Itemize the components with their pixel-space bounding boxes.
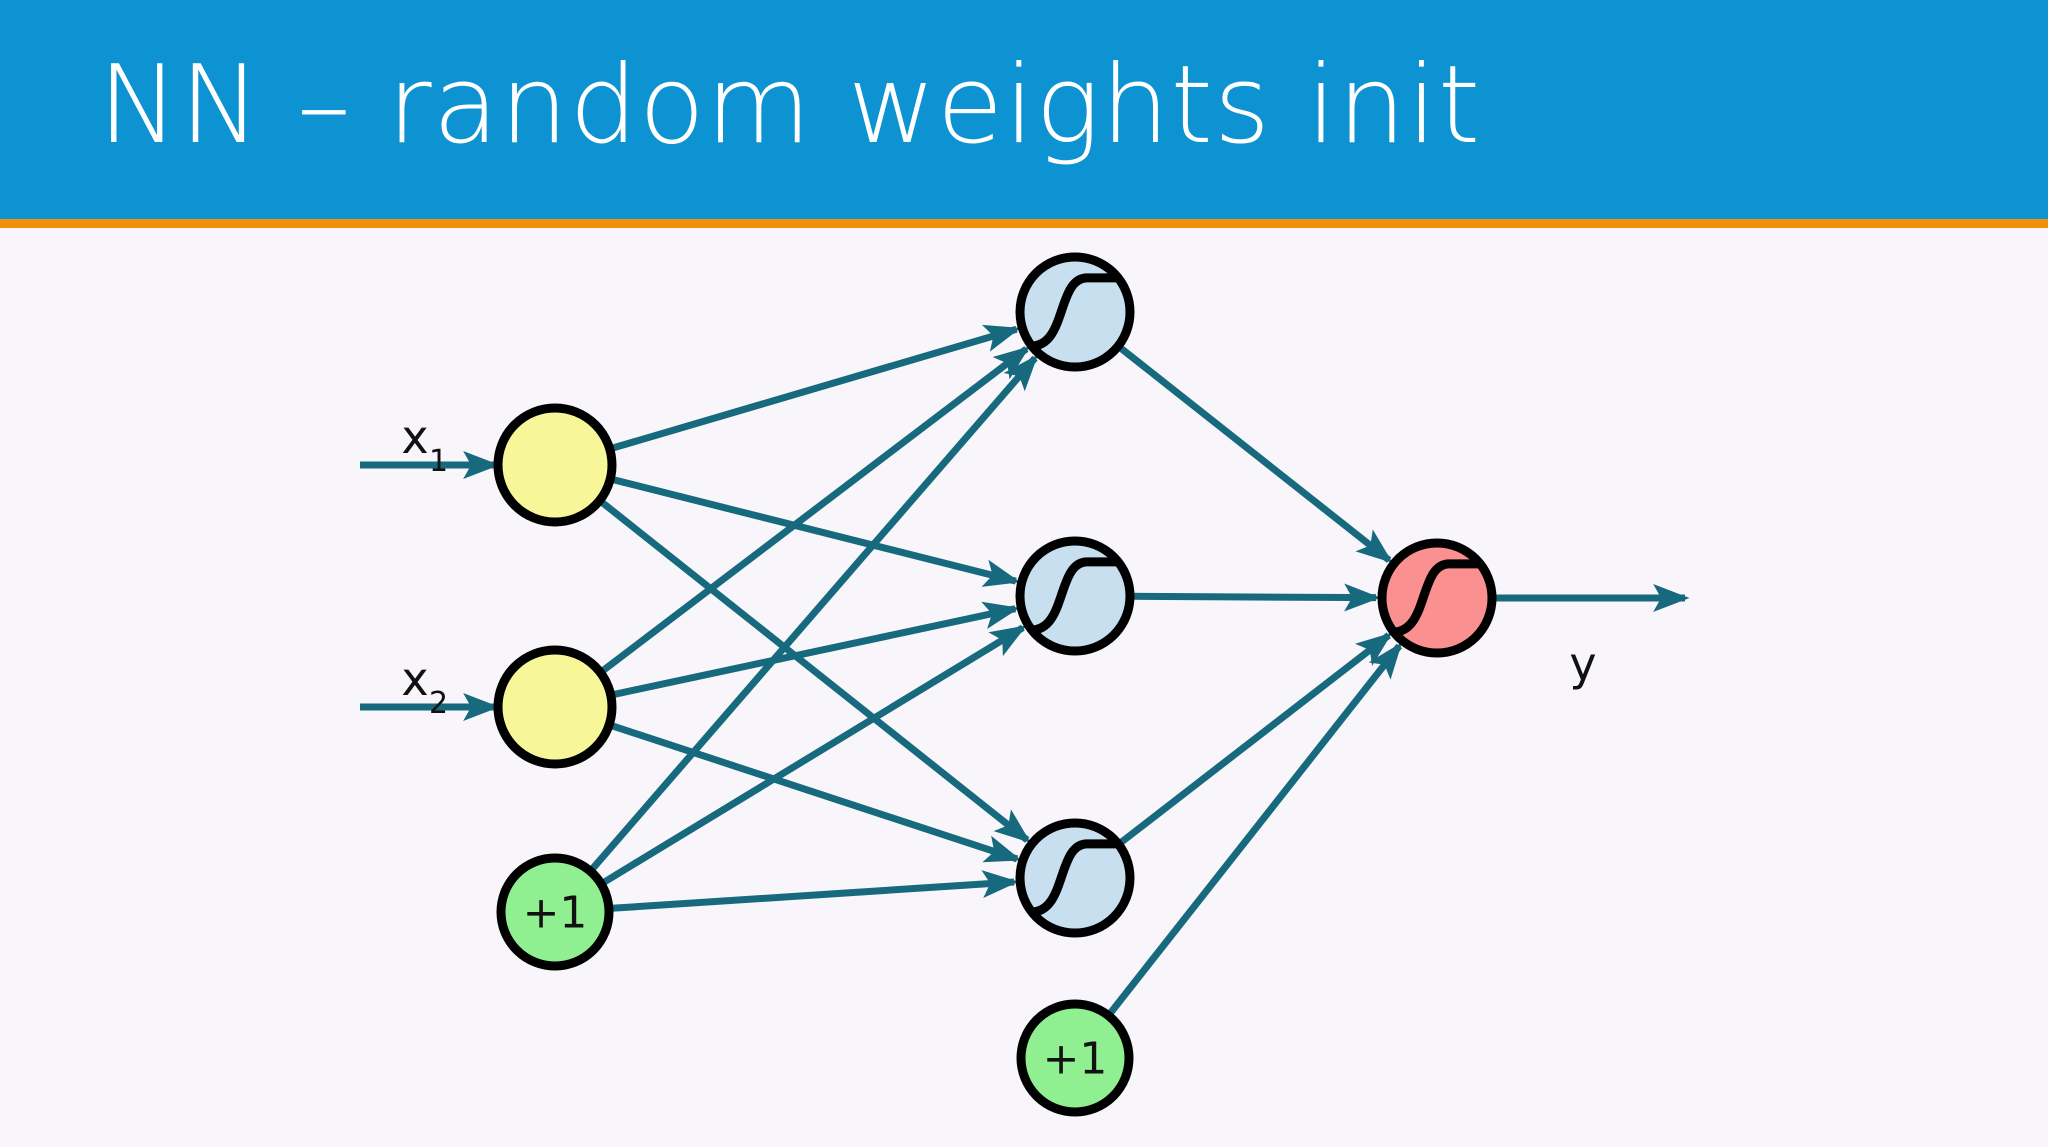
node-h2[interactable] — [1015, 536, 1135, 656]
io-arrows-group — [360, 451, 1690, 721]
node-circle-x2 — [493, 645, 617, 769]
edge-h1-to-o1 — [1116, 343, 1393, 564]
edge-x2-to-h3 — [609, 721, 1022, 863]
sigmoid-icon — [1392, 559, 1481, 637]
input-label-x2: x — [401, 652, 428, 706]
edge-b1-to-h1 — [588, 354, 1039, 873]
edge-x1-to-h2 — [610, 475, 1021, 587]
edge-x1-to-h3 — [598, 498, 1031, 843]
output-label-y: y — [1569, 637, 1596, 691]
sigmoid-icon — [1030, 839, 1119, 917]
edge-x2-to-h2 — [610, 601, 1020, 699]
node-circle-x1 — [493, 403, 617, 527]
node-circle-b2 — [1016, 999, 1134, 1117]
node-h3[interactable] — [1015, 818, 1135, 938]
input-label-x2-subscript: 2 — [429, 686, 448, 721]
input-label-x1-subscript: 1 — [429, 444, 448, 479]
node-x2[interactable] — [493, 645, 617, 769]
node-label-b1: +1 — [523, 888, 588, 939]
sigmoid-icon — [1030, 273, 1119, 351]
nodes-group: +1 +1 — [493, 252, 1497, 1117]
edge-b2-to-o1 — [1106, 642, 1403, 1017]
node-circle-b1 — [496, 853, 614, 971]
title-banner — [0, 0, 2048, 219]
edge-h2-to-o1 — [1130, 583, 1381, 612]
banner-underline — [0, 219, 2048, 228]
input-label-x1: x — [401, 410, 428, 464]
edge-x1-to-h1 — [609, 324, 1021, 452]
edges-group — [588, 324, 1403, 1017]
node-label-b2: +1 — [1043, 1034, 1108, 1085]
node-b1[interactable]: +1 — [496, 853, 614, 971]
node-o1[interactable] — [1377, 538, 1497, 658]
edge-b1-to-h2 — [600, 624, 1027, 887]
node-h1[interactable] — [1015, 252, 1135, 372]
page-title: NN – random weights init — [98, 43, 1482, 168]
node-b2[interactable]: +1 — [1016, 999, 1134, 1117]
edge-h3-to-o1 — [1117, 632, 1393, 847]
sigmoid-icon — [1030, 557, 1119, 635]
node-x1[interactable] — [493, 403, 617, 527]
edge-b1-to-h3 — [609, 870, 1019, 912]
edge-x2-to-h1 — [599, 346, 1031, 675]
